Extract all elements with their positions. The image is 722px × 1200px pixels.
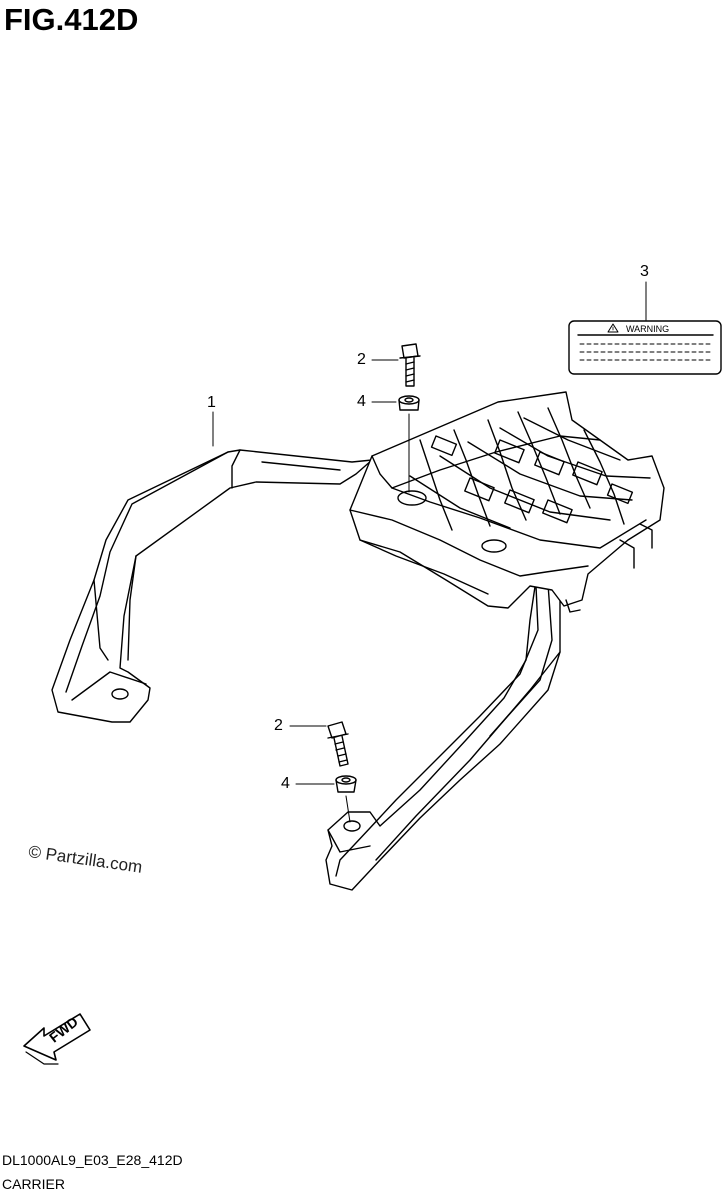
callout-2-lower: 2 [274, 717, 283, 734]
callout-3: 3 [640, 263, 649, 280]
leader-lines [212, 281, 647, 785]
carrier-left-arm [51, 449, 373, 723]
bolt-hole-rack [397, 490, 427, 506]
mount-hole-left [111, 688, 129, 700]
fwd-arrow-icon [23, 1013, 91, 1065]
diagram-name: CARRIER [2, 1176, 66, 1192]
callout-1: 1 [207, 394, 216, 411]
assembly-line-lower [345, 795, 351, 823]
diagram-code: DL1000AL9_E03_E28_412D [2, 1152, 183, 1168]
warning-triangle-icon [607, 323, 619, 333]
figure-title: FIG.412D [4, 2, 139, 37]
washer-lower [335, 775, 357, 793]
bolt-lower [327, 721, 349, 767]
carrier-rack [349, 391, 665, 613]
bolt-upper [399, 343, 421, 387]
washer-upper [398, 395, 420, 411]
mount-hole-right [343, 820, 361, 832]
callout-2-upper: 2 [357, 351, 366, 368]
callout-4-lower: 4 [281, 775, 290, 792]
warning-label [568, 320, 722, 375]
carrier-right-arm [325, 575, 561, 891]
callout-4-upper: 4 [357, 393, 366, 410]
warning-label-text: WARNING [626, 324, 670, 334]
